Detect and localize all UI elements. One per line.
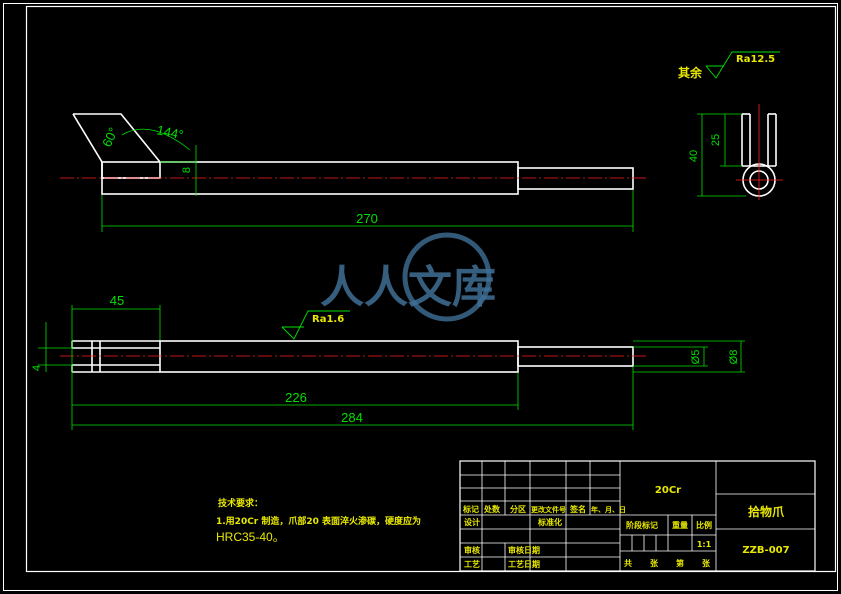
tb-drawing-no: ZZB-007 xyxy=(742,545,789,556)
roughness-general: 其余 Ra12.5 xyxy=(678,51,780,80)
tb-material: 20Cr xyxy=(655,485,681,496)
tb-sheji: 设计 xyxy=(464,517,480,527)
tb-jieduan: 阶段标记 xyxy=(626,520,658,530)
angle-arc xyxy=(121,128,191,151)
angle-144-label: 144° xyxy=(155,122,184,142)
tb-gong: 共 xyxy=(624,558,632,568)
notes-line1: 1.用20Cr 制造，爪部20 表面淬火渗碳，硬度应为 xyxy=(216,515,421,527)
tb-biaozhun: 标准化 xyxy=(537,517,562,527)
dim-270-label: 270 xyxy=(356,211,378,226)
inner-border xyxy=(25,5,837,573)
tb-gongyi-date: 工艺日期 xyxy=(508,559,540,569)
dim-dia8-label: Ø8 xyxy=(728,350,740,365)
side-dimensions xyxy=(697,113,746,197)
roughness-general-value: Ra12.5 xyxy=(736,54,775,65)
roughness-local-value: Ra1.6 xyxy=(312,314,344,325)
side-centerlines xyxy=(736,104,783,200)
tb-shenhe: 审核 xyxy=(464,545,480,555)
bottom-dimensions xyxy=(38,305,745,430)
dim-45-label: 45 xyxy=(110,293,124,308)
notes-line2: HRC35-40。 xyxy=(216,530,285,544)
title-block xyxy=(459,460,816,572)
tb-biaoji: 标记 xyxy=(462,504,479,514)
angle-60-label: 60° xyxy=(99,125,121,149)
dim-dia5-label: Ø5 xyxy=(690,350,702,365)
notes-heading: 技术要求： xyxy=(218,497,263,509)
dim-284-label: 284 xyxy=(341,410,363,425)
watermark-ring xyxy=(402,232,492,322)
dim-8-label: 8 xyxy=(181,167,193,173)
title-block-text: 标记 处数 分区 更改文件号 签名 年、月、日 设计 标准化 审核 工艺 审核日… xyxy=(462,485,790,569)
tb-qianming: 签名 xyxy=(569,504,586,514)
tb-fenqu: 分区 xyxy=(510,504,526,514)
dim-226-label: 226 xyxy=(285,390,307,405)
top-view xyxy=(71,340,634,373)
tb-zhang: 张 xyxy=(650,559,659,568)
tb-di: 第 xyxy=(676,558,684,568)
bottom-handle-body xyxy=(159,340,519,373)
technical-notes: 技术要求： 1.用20Cr 制造，爪部20 表面淬火渗碳，硬度应为 HRC35-… xyxy=(216,497,421,544)
claw-tip-outline xyxy=(72,113,161,179)
tb-bili: 比例 xyxy=(696,520,712,530)
tb-scale: 1:1 xyxy=(697,540,712,549)
roughness-local: Ra1.6 xyxy=(281,310,350,340)
tail-rod xyxy=(517,167,634,190)
front-dimensions xyxy=(101,128,634,232)
tb-chushu: 处数 xyxy=(483,504,501,514)
tb-gengai: 更改文件号 xyxy=(531,505,566,514)
dim-25-label: 25 xyxy=(710,134,722,146)
tb-zhang2: 张 xyxy=(702,559,711,568)
tb-zhongliang: 重量 xyxy=(672,520,688,530)
dim-40-label: 40 xyxy=(688,150,700,162)
bottom-tail-rod xyxy=(517,346,634,367)
watermark-text: 人人文库 xyxy=(320,262,496,313)
dim-4-label: 4 xyxy=(31,365,43,371)
tb-date: 年、月、日 xyxy=(591,505,626,514)
roughness-general-label: 其余 xyxy=(678,65,703,80)
tb-shenhe-date: 审核日期 xyxy=(508,545,540,555)
watermark: 人人文库 xyxy=(320,232,496,322)
tb-gongyi: 工艺 xyxy=(464,559,480,569)
outer-border xyxy=(3,3,838,591)
tb-part-name: 拾物爪 xyxy=(748,504,785,519)
